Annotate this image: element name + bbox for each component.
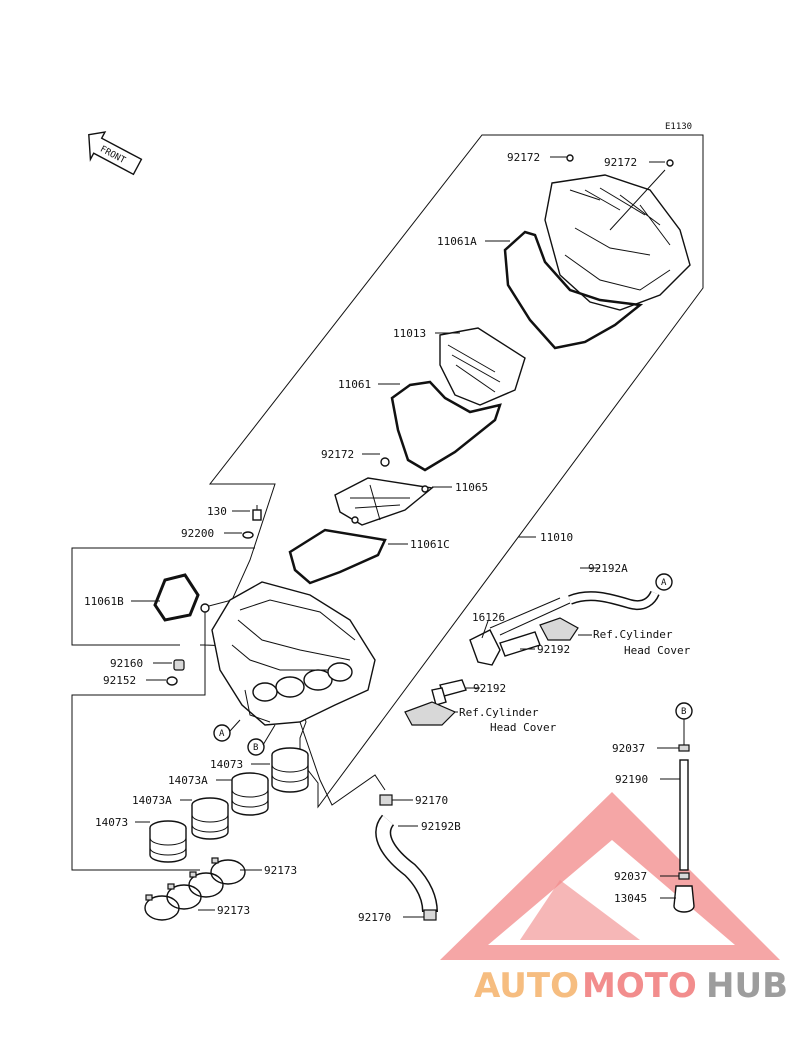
bolt-130 [252,505,262,521]
gasket-11061C [288,528,387,585]
label-92170-lower: 92170 [358,911,391,924]
bolt-92172-top-left [566,154,574,162]
clamp-92170-lower [423,909,437,921]
label-16126: 16126 [472,611,505,624]
label-14073-upper: 14073 [210,758,243,771]
label-14073A-upper: 14073A [168,774,208,787]
element-11013 [439,327,526,406]
label-92152: 92152 [103,674,136,687]
label-92190: 92190 [615,773,648,786]
clip-92037-lower [678,872,690,880]
collar-92152 [166,676,178,686]
label-92170-upper: 92170 [415,794,448,807]
label-92192-upper: 92192 [537,643,570,656]
label-92160: 92160 [110,657,143,670]
front-arrow-icon [88,131,143,176]
gasket-11061B [153,573,200,622]
air-cleaner-cover [544,154,691,311]
ref-circle-a-hose [655,573,673,591]
label-11061B: 11061B [84,595,124,608]
label-11061: 11061 [338,378,371,391]
ref-note-lower-line2: Head Cover [490,721,557,734]
label-92192B: 92192B [421,820,461,833]
ref-note-upper-line2: Head Cover [624,644,691,657]
watermark-part1: AUTO [474,966,579,1006]
label-92037-lower: 92037 [614,870,647,883]
ref-circle-a-housing [213,724,231,742]
clamp-92170-upper [379,794,393,806]
hose-92192A [568,590,660,610]
hose-92192-lower [431,679,467,706]
ref-note-lower-line1: Ref.Cylinder [459,706,539,719]
diagram-code: E1130 [665,122,692,132]
clamps-92173 [144,857,246,921]
duct-14073A-lower [191,797,229,840]
label-92173-bottom: 92173 [217,904,250,917]
ref-b-right-label: B [681,707,686,717]
watermark-inner-triangle-icon [520,880,640,940]
bracket-11061B [71,547,255,646]
front-arrow: FRONT [88,131,143,176]
label-92037-upper: 92037 [612,742,645,755]
duct-14073A-upper [231,772,269,816]
gasket-11061 [390,380,502,472]
ref-circle-b-housing [247,738,265,756]
label-14073-lower: 14073 [95,816,128,829]
hose-92192B [375,814,438,913]
label-11010: 11010 [540,531,573,544]
leader-lines [131,156,680,918]
label-92172-mid: 92172 [321,448,354,461]
label-13045: 13045 [614,892,647,905]
watermark-part3: HUB [706,966,788,1006]
ref-b-housing-label: B [253,743,258,753]
label-92192-lower: 92192 [473,682,506,695]
watermark-part2: MOTO [582,966,697,1006]
watermark-wordmark: AUTO MOTO HUB [474,966,788,1006]
label-11061A: 11061A [437,235,477,248]
label-92172-top-left: 92172 [507,151,540,164]
label-92173-right: 92173 [264,864,297,877]
label-11013: 11013 [393,327,426,340]
cap-13045 [673,885,695,913]
cap-lower [404,701,457,726]
label-130: 130 [207,505,227,518]
label-11061C: 11061C [410,538,450,551]
gasket-11061A [503,230,644,350]
clip-92037-upper [678,744,690,752]
label-14073A-lower: 14073A [132,794,172,807]
bolt-92172-top-right [666,159,674,167]
washer-92200 [242,531,254,539]
label-92192A: 92192A [588,562,628,575]
label-11065: 11065 [455,481,488,494]
grommet-92160 [173,659,185,671]
bolt-92172-mid [380,457,390,467]
duct-14073-lower [149,820,187,863]
label-92200: 92200 [181,527,214,540]
tube-92190 [679,759,689,871]
holder-11065 [334,477,434,526]
watermark-triangle-icon [440,792,780,960]
ref-a-housing-label: A [219,729,225,739]
watermark-logo [440,792,780,960]
ref-note-upper-line1: Ref.Cylinder [593,628,673,641]
air-cleaner-housing [200,581,376,726]
cap-upper [539,617,579,641]
bracket-clamps [71,644,206,871]
duct-14073-upper [271,747,309,793]
valve-16126 [469,629,541,666]
ref-a-hose-label: A [661,578,667,588]
label-92172-top-right: 92172 [604,156,637,169]
